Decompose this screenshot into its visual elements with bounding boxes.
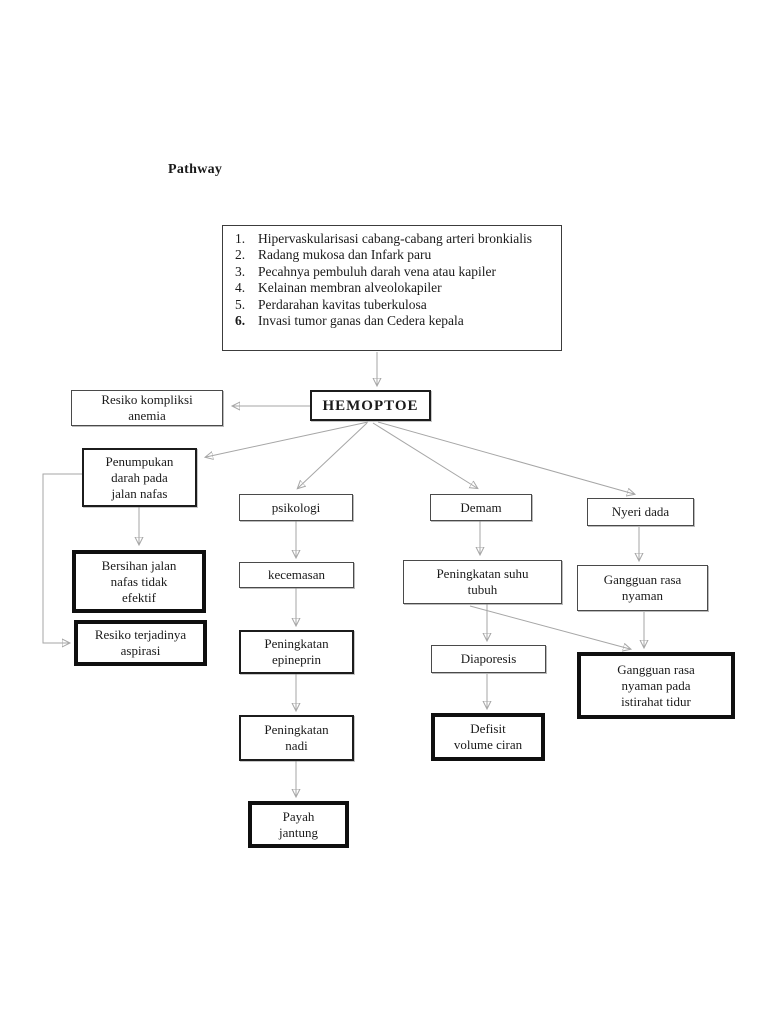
arrow-penumpukan-to-resiko-aspirasi [42,473,82,643]
node-resiko-kompliksi-anemia: Resiko kompliksi anemia [71,390,223,426]
node-peningkatan-suhu-tubuh: Peningkatan suhu tubuh [403,560,562,604]
node-bersihan-jalan-nafas: Bersihan jalan nafas tidak efektif [72,550,206,613]
arrow-hemoptoe-to-nyeri-dada [377,421,634,494]
node-peningkatan-epineprin: Peningkatan epineprin [239,630,354,674]
arrow-hemoptoe-to-demam [372,422,477,488]
node-resiko-aspirasi: Resiko terjadinya aspirasi [74,620,207,666]
cause-item: Invasi tumor ganas dan Cedera kepala [235,313,464,330]
node-peningkatan-nadi: Peningkatan nadi [239,715,354,761]
node-kecemasan: kecemasan [239,562,354,588]
arrow-hemoptoe-to-psikologi [298,422,368,488]
causes-list: Hipervaskularisasi cabang-cabang arteri … [235,231,555,330]
arrow-suhu-tubuh-to-gangguan-tidur [469,605,630,649]
node-demam: Demam [430,494,532,521]
node-gangguan-rasa-nyaman: Gangguan rasa nyaman [577,565,708,611]
node-nyeri-dada: Nyeri dada [587,498,694,526]
cause-item: Pecahnya pembuluh darah vena atau kapile… [235,263,497,281]
arrow-hemoptoe-to-penumpukan [206,421,369,457]
node-hemoptoe: HEMOPTOE [310,390,431,421]
page-title: Pathway [168,162,223,177]
cause-item: Hipervaskularisasi cabang-cabang arteri … [235,231,533,248]
node-gangguan-istirahat-tidur: Gangguan rasa nyaman pada istirahat tidu… [577,652,735,719]
causes-list-box: Hipervaskularisasi cabang-cabang arteri … [222,225,562,351]
node-diaporesis: Diaporesis [431,645,546,673]
node-payah-jantung: Payah jantung [248,801,349,848]
cause-item: Radang mukosa dan Infark paru [235,247,432,264]
cause-item: Kelainan membran alveolokapiler [235,280,442,297]
node-psikologi: psikologi [239,494,353,521]
cause-item: Perdarahan kavitas tuberkulosa [235,296,427,314]
node-penumpukan-darah: Penumpukan darah pada jalan nafas [82,448,197,507]
node-defisit-volume: Defisit volume ciran [431,713,545,761]
